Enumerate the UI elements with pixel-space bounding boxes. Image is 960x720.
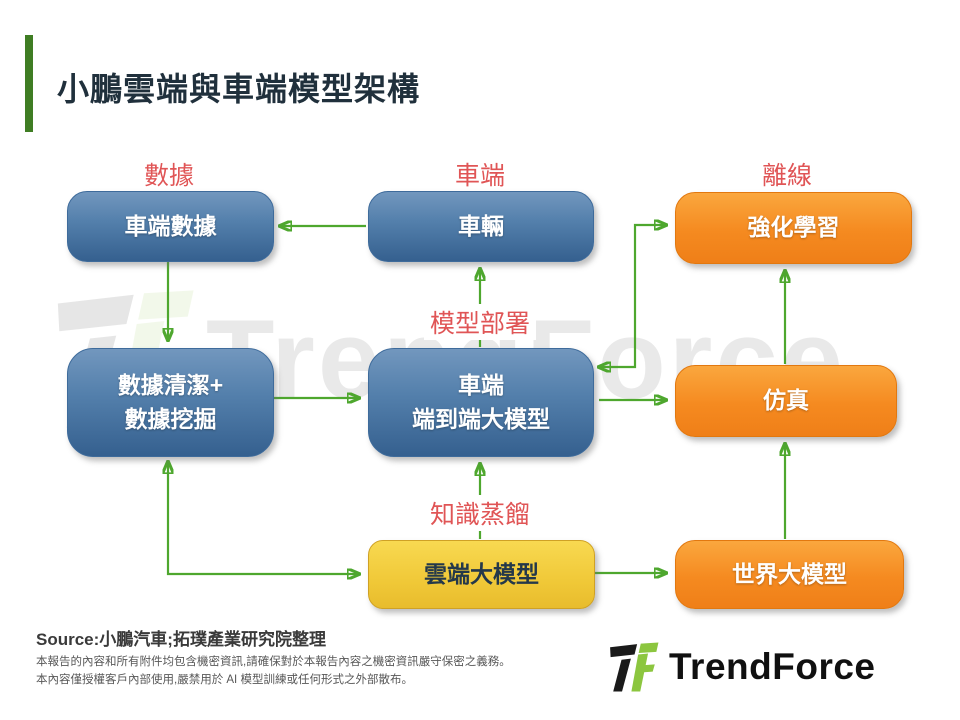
node-data-cleaning-line1: 數據清潔+ [117,372,224,399]
trendforce-logo-icon [610,642,659,692]
region-label-vehicle-side: 車端 [454,162,506,190]
node-e2e-model-line2: 端到端大模型 [412,405,550,432]
disclaimer: 本報告的內容和所有附件均包含機密資訊,請確保對於本報告內容之機密資訊嚴守保密之義… [36,653,511,690]
title-accent-bar [25,35,33,132]
region-label-offline: 離線 [761,162,813,190]
node-cloud-model-label: 雲端大模型 [424,560,539,587]
edge-label-model-deployment: 模型部署 [423,304,537,340]
node-world-model: 世界大模型 [675,540,904,609]
node-e2e-model: 車端 端到端大模型 [368,348,594,457]
node-e2e-model-line1: 車端 [458,372,504,399]
node-reinforcement-learning-label: 強化學習 [747,214,840,241]
disclaimer-line2: 本內容僅授權客戶內部使用,嚴禁用於 AI 模型訓練或任何形式之外部散布。 [36,674,413,687]
page-title: 小鵬雲端與車端模型架構 [57,71,421,107]
trendforce-brand: TrendForce [608,640,876,694]
node-simulation: 仿真 [675,365,897,437]
node-vehicle-data-label: 車端數據 [124,212,217,239]
node-vehicle-label: 車輛 [458,212,504,239]
disclaimer-line1: 本報告的內容和所有附件均包含機密資訊,請確保對於本報告內容之機密資訊嚴守保密之義… [36,656,511,668]
node-data-cleaning: 數據清潔+ 數據挖掘 [67,348,274,457]
node-vehicle-data: 車端數據 [67,191,274,262]
edge-label-knowledge-distillation: 知識蒸餾 [423,495,537,531]
edge-data-cleaning-cloud-model [168,462,359,574]
region-label-data: 數據 [143,162,195,190]
trendforce-logo-text: TrendForce [669,646,876,687]
node-reinforcement-learning: 強化學習 [675,192,912,264]
node-simulation-label: 仿真 [763,387,809,414]
node-vehicle: 車輛 [368,191,594,262]
node-cloud-model: 雲端大模型 [368,540,595,609]
edge-e2e-model-reinforcement-learning [599,225,666,367]
node-data-cleaning-line2: 數據挖掘 [124,405,217,432]
node-world-model-label: 世界大模型 [732,560,847,587]
source-line: Source:小鵬汽車;拓璞產業研究院整理 [36,630,326,649]
